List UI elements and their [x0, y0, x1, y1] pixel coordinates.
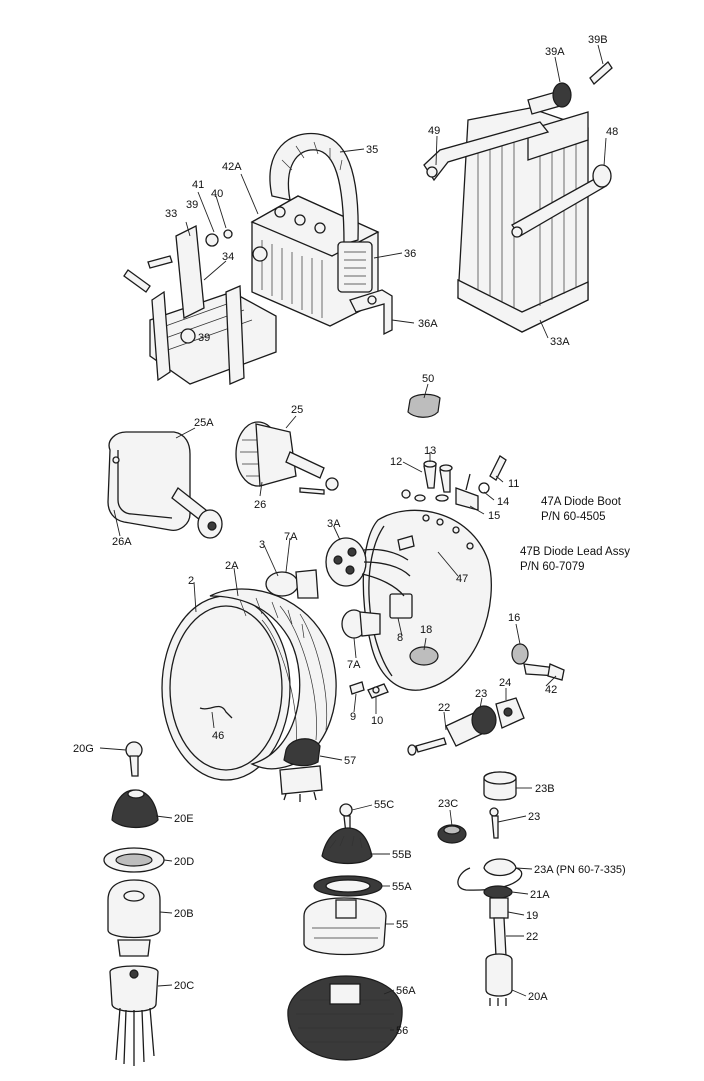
label-16: 16 — [508, 612, 520, 624]
pointer-lines-switches — [402, 383, 504, 515]
label-20B: 20B — [174, 908, 194, 920]
diode-notes: 47A Diode Boot P/N 60-4505 47B Diode Lea… — [520, 496, 630, 573]
label-48: 48 — [606, 126, 618, 138]
pointer-lines-battery — [240, 148, 415, 324]
label-23-key: 23 — [528, 811, 540, 823]
label-21A: 21A — [530, 889, 550, 901]
label-25A: 25A — [194, 417, 214, 429]
battery-carrier-33A — [423, 61, 613, 333]
label-22-lower: 22 — [526, 931, 538, 943]
headlamp-shell-47 — [362, 509, 492, 691]
battery-42A — [250, 132, 393, 336]
label-26A: 26A — [112, 536, 132, 548]
label-26: 26 — [254, 499, 266, 511]
label-7A: 7A — [284, 531, 298, 543]
label-20D: 20D — [174, 856, 194, 868]
label-3: 3 — [259, 539, 265, 551]
pointer-lines-carrier — [435, 44, 607, 339]
headlamp-reflector-3 — [261, 605, 327, 751]
label-55: 55 — [396, 919, 408, 931]
label-55A: 55A — [392, 881, 412, 893]
note-47B-title: 47B Diode Lead Assy — [520, 546, 630, 558]
label-41: 41 — [192, 179, 204, 191]
label-13: 13 — [424, 445, 436, 457]
label-2: 2 — [188, 575, 194, 587]
pointer-lines-headlamp — [193, 526, 459, 729]
pointer-lines-tail — [113, 415, 297, 537]
label-46: 46 — [212, 730, 224, 742]
label-36: 36 — [404, 248, 416, 260]
label-42: 42 — [545, 684, 557, 696]
battery-tray-33 — [123, 224, 277, 385]
label-15: 15 — [488, 510, 500, 522]
label-8: 8 — [397, 632, 403, 644]
label-20G: 20G — [73, 743, 94, 755]
label-50: 50 — [422, 373, 434, 385]
label-57: 57 — [344, 755, 356, 767]
label-7A-lower: 7A — [347, 659, 361, 671]
bulb-7A — [265, 569, 381, 639]
label-10: 10 — [371, 715, 383, 727]
label-14: 14 — [497, 496, 509, 508]
part-labels: 39B 39A 49 48 35 42A 41 40 39 33 34 36 3… — [73, 34, 626, 1037]
label-55B: 55B — [392, 849, 412, 861]
label-56: 56 — [396, 1025, 408, 1037]
label-2A: 2A — [225, 560, 239, 572]
pointer-lines-stack-right — [449, 787, 533, 997]
pointer-lines-stack-55 — [319, 755, 395, 1031]
label-39B: 39B — [588, 34, 608, 46]
label-9: 9 — [350, 711, 356, 723]
label-39-tray: 39 — [198, 332, 210, 344]
label-23B: 23B — [535, 783, 555, 795]
headlamp-rim-2 — [161, 588, 337, 781]
label-20A: 20A — [528, 991, 548, 1003]
label-47: 47 — [456, 573, 468, 585]
label-42A: 42A — [222, 161, 242, 173]
label-24: 24 — [499, 677, 511, 689]
label-11: 11 — [508, 478, 519, 490]
label-39A: 39A — [545, 46, 565, 58]
note-47B-pn: P/N 60-7079 — [520, 561, 585, 573]
label-56A: 56A — [396, 985, 416, 997]
label-23C: 23C — [438, 798, 458, 810]
pointer-lines-stack-20 — [99, 747, 173, 987]
label-36A: 36A — [418, 318, 438, 330]
bulb-holder-3A — [325, 537, 411, 597]
label-23: 23 — [475, 688, 487, 700]
label-3A: 3A — [327, 518, 341, 530]
label-25: 25 — [291, 404, 303, 416]
label-22: 22 — [438, 702, 450, 714]
switch-57 — [279, 738, 323, 802]
label-49: 49 — [428, 125, 440, 137]
small-parts-9-10 — [349, 681, 389, 699]
brake-lamp-25 — [235, 421, 339, 495]
switches-group — [401, 393, 507, 511]
pointer-lines-tray — [185, 191, 227, 281]
label-33: 33 — [165, 208, 177, 220]
label-12: 12 — [390, 456, 402, 468]
label-20E: 20E — [174, 813, 194, 825]
ignition-stack-right — [437, 771, 523, 1006]
label-55C: 55C — [374, 799, 394, 811]
ignition-stack-20 — [103, 741, 165, 1066]
label-23A: 23A (PN 60-7-335) — [534, 864, 626, 876]
label-18: 18 — [420, 624, 432, 636]
ignition-assembly — [407, 643, 565, 756]
label-40: 40 — [211, 188, 223, 200]
note-47A-pn: P/N 60-4505 — [541, 511, 606, 523]
label-33A: 33A — [550, 336, 570, 348]
label-35: 35 — [366, 144, 378, 156]
switch-stack-55 — [287, 803, 403, 1061]
pointer-lines-ignition — [443, 623, 557, 731]
label-39: 39 — [186, 199, 198, 211]
tail-lamp-25A — [107, 431, 223, 539]
label-20C: 20C — [174, 980, 194, 992]
note-47A-title: 47A Diode Boot — [541, 496, 622, 508]
label-19: 19 — [526, 910, 538, 922]
label-34: 34 — [222, 251, 234, 263]
